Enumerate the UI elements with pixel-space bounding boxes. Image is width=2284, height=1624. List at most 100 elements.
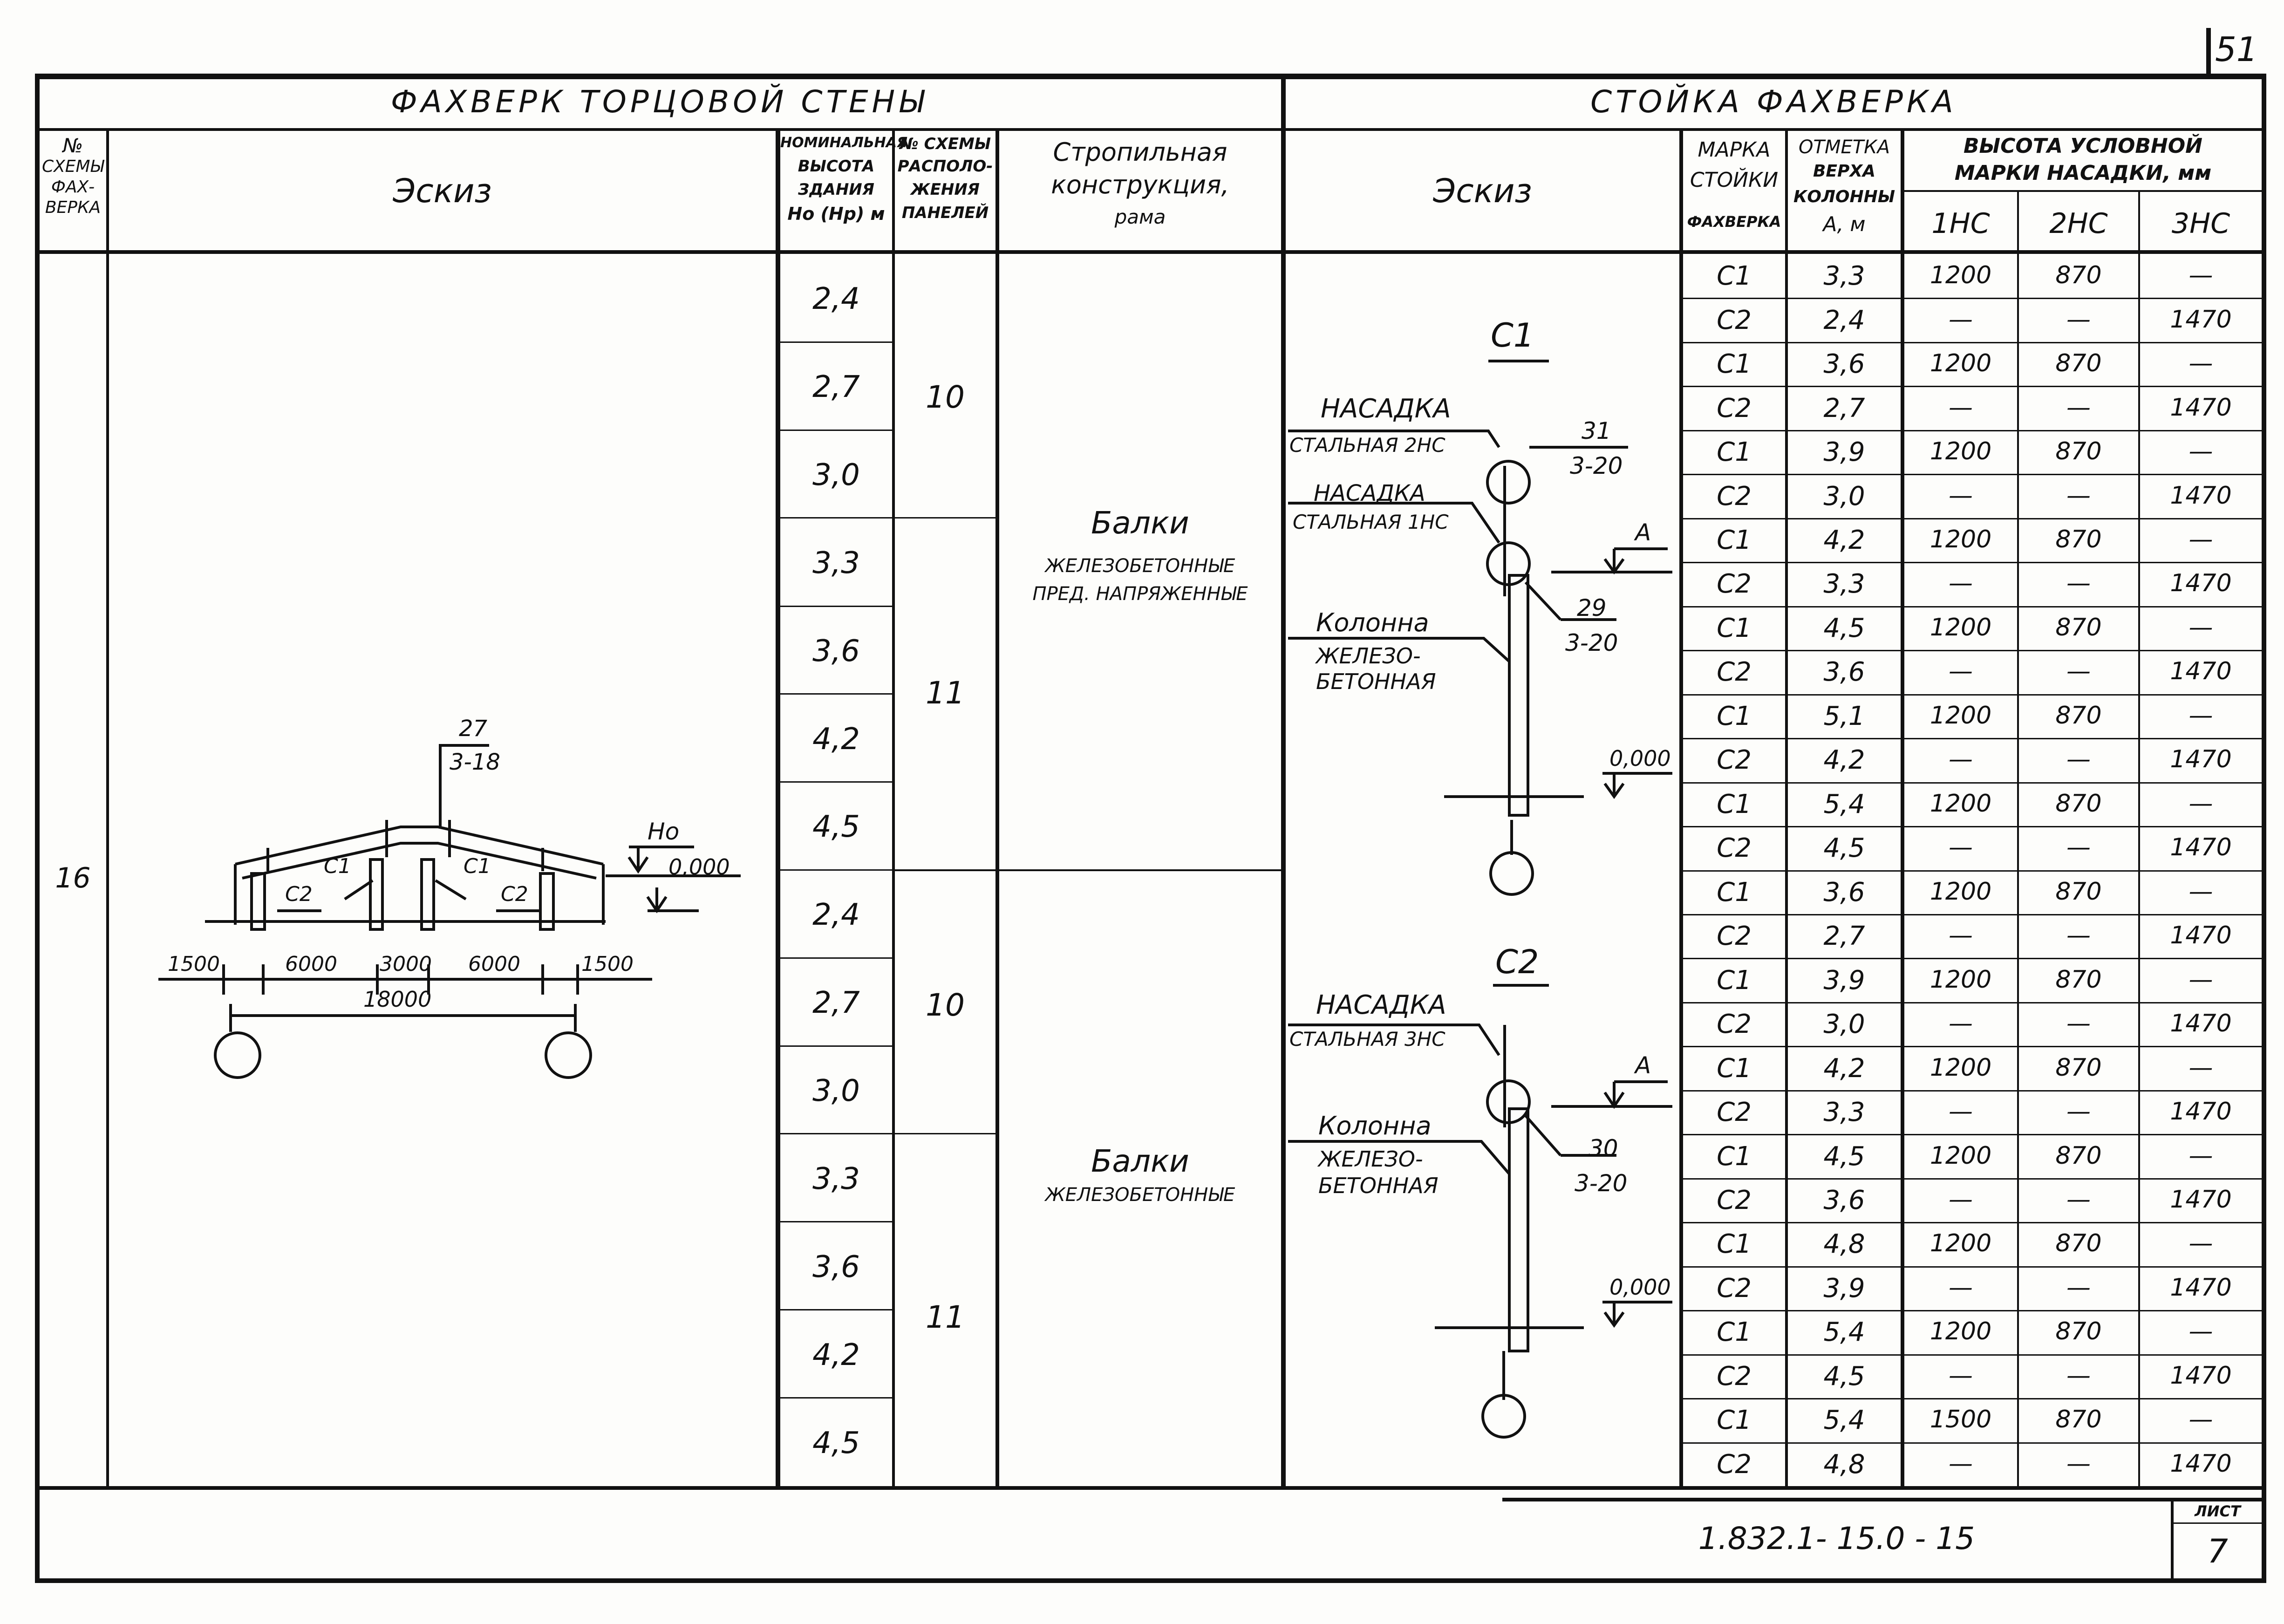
elevation-cell: 3,9 [1823,437,1865,467]
height-2nc-cell: 870 [2055,1054,2102,1082]
building-height-cell: 3,3 [812,546,860,580]
elevation-cell: 4,5 [1823,613,1865,643]
post-mark-cell: C2 [1717,569,1752,599]
sketch-dim-2: 6000 [285,952,337,976]
height-2nc-cell: 870 [2055,878,2102,906]
height-3nc-cell: 1470 [2170,745,2232,773]
elevation-cell: 3,6 [1823,657,1865,687]
table-row-divider [1683,298,2262,299]
c2-ref-sheet: 3-20 [1575,1170,1628,1197]
c2-a-label: А [1635,1052,1651,1079]
c2-title: C2 [1495,943,1539,981]
height-1nc-cell: 1200 [1929,1054,1992,1082]
height-2nc-cell: — [2066,1098,2091,1126]
c2-kolonna-label: Колонна [1318,1111,1432,1140]
post-mark-cell: C1 [1717,261,1752,291]
sheet-number: 7 [2207,1532,2228,1570]
elevation-cell: 5,4 [1823,1405,1865,1435]
document-code: 1.832.1- 15.0 - 15 [1698,1521,1975,1556]
post-mark-cell: C1 [1717,701,1752,731]
elevation-cell: 3,6 [1823,1185,1865,1215]
height-3nc-cell: — [2189,261,2213,289]
height-1nc-cell: 1200 [1929,525,1992,553]
height-2nc-cell: — [2066,569,2091,597]
height-3nc-cell: — [2189,1317,2213,1345]
table-row-divider [1683,870,2262,872]
sketch-label-c1-right: C1 [464,854,491,878]
height-1nc-cell: 1200 [1929,702,1992,730]
height-1nc-cell: — [1949,1274,1973,1302]
height-1nc-cell: 1200 [1929,349,1992,377]
height-1nc-cell: 1200 [1929,878,1992,906]
scheme-number: 16 [55,862,91,894]
table-row-divider [1683,958,2262,959]
elevation-cell: 4,5 [1823,1141,1865,1172]
post-mark-cell: C2 [1717,1361,1752,1392]
left-section-title: ФАХВЕРК ТОРЦОВОЙ СТЕНЫ [390,84,928,120]
building-height-cell: 3,6 [812,1249,860,1284]
height-1nc-cell: 1200 [1929,614,1992,641]
height-2nc-cell: 870 [2055,437,2102,465]
height-2nc-cell: 870 [2055,1317,2102,1345]
building-height-cell: 4,5 [812,810,860,845]
building-height-cell: 2,7 [812,369,860,404]
sketch-label-c1-left: C1 [324,854,351,878]
table-row-divider [1683,694,2262,696]
c1-kolonna-type-1: ЖЕЛЕЗО- [1316,643,1421,669]
table-row-divider [1683,1222,2262,1223]
sketch-dim-3: 3000 [380,952,432,976]
table-row-divider [1683,1134,2262,1135]
table-row-divider [1683,1310,2262,1311]
elevation-cell: 4,5 [1823,833,1865,863]
height-2nc-cell: — [2066,833,2091,861]
sketch-dim-5: 1500 [581,952,634,976]
height-2nc-cell: — [2066,1362,2091,1390]
height-3nc-cell: — [2189,790,2213,818]
post-mark-cell: C2 [1717,1449,1752,1480]
post-mark-cell: C1 [1717,1141,1752,1172]
table-row-divider [1683,1354,2262,1356]
post-mark-cell: C2 [1717,1009,1752,1039]
elevation-cell: 5,1 [1823,701,1865,731]
height-1nc-cell: — [1949,657,1973,685]
c1-zero-mark: 0,000 [1609,746,1671,771]
building-height-cell: 2,4 [812,898,860,933]
elevation-cell: 3,9 [1823,1273,1865,1303]
post-mark-cell: C2 [1717,833,1752,863]
elevation-cell: 2,7 [1823,393,1865,423]
table-row-divider [1683,386,2262,387]
height-1nc-cell: 1200 [1929,437,1992,465]
height-2nc-cell: — [2066,1450,2091,1478]
height-2nc-cell: 870 [2055,349,2102,377]
post-mark-cell: C1 [1717,877,1752,908]
table-row-divider [1683,914,2262,915]
sketch-height-label: Hо [648,818,680,845]
elevation-cell: 3,6 [1823,349,1865,379]
post-mark-cell: C2 [1717,393,1752,423]
elevation-cell: 3,0 [1823,1009,1865,1039]
post-mark-cell: C1 [1717,1405,1752,1435]
post-mark-cell: C2 [1717,481,1752,512]
sketch-dim-4: 6000 [468,952,520,976]
elevation-cell: 4,2 [1823,745,1865,775]
height-2nc-cell: — [2066,745,2091,773]
table-row-divider [1683,1046,2262,1047]
c2-nasadka-label: НАСАДКА [1316,990,1446,1020]
c2-zero-mark: 0,000 [1609,1275,1671,1300]
sketch-label-c2-left: C2 [285,882,313,906]
height-2nc-cell: — [2066,1274,2091,1302]
height-3nc-cell: 1470 [2170,306,2232,334]
height-3nc-cell: 1470 [2170,1186,2232,1214]
elevation-cell: 3,3 [1823,569,1865,599]
building-height-cell: 3,0 [812,1074,860,1109]
height-3nc-cell: — [2189,437,2213,465]
building-height-cell: 2,4 [812,282,860,316]
sketch-zero-mark: 0,000 [668,854,730,880]
height-3nc-cell: 1470 [2170,1010,2232,1037]
post-mark-cell: C1 [1717,789,1752,819]
height-3nc-cell: — [2189,878,2213,906]
post-mark-cell: C2 [1717,745,1752,775]
c1-title: C1 [1491,316,1534,355]
table-row-divider [1683,738,2262,739]
table-row-divider [1683,782,2262,784]
